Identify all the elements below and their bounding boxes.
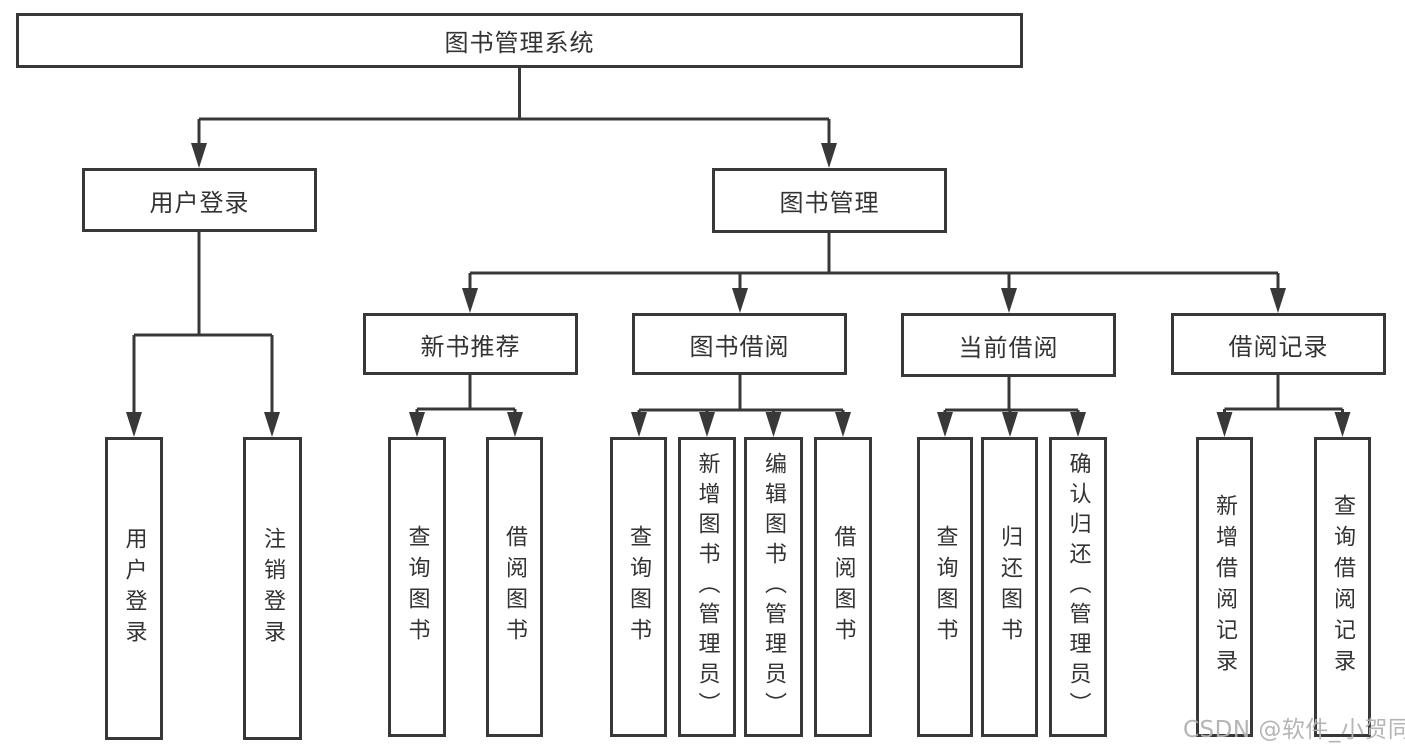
- node-borrowing-records: 借阅记录: [1171, 313, 1386, 375]
- leaf-user-login-label: 用户登录: [121, 526, 147, 651]
- leaf-query-borrow-record-label: 查询借阅记录: [1330, 494, 1356, 680]
- leaf-add-borrow-record-label: 新增借阅记录: [1212, 494, 1238, 680]
- node-current-borrowing-label: 当前借阅: [958, 333, 1059, 362]
- leaf-borrow-books-recommend-label: 借阅图书: [502, 525, 528, 649]
- node-library-management-system-label: 图书管理系统: [444, 29, 595, 57]
- csdn-watermark: CSDN @软件_小贺同学: [1183, 717, 1405, 743]
- leaf-borrow-books-recommend: 借阅图书: [486, 437, 543, 737]
- leaf-add-borrow-record: 新增借阅记录: [1196, 437, 1253, 737]
- leaf-query-books-recommend: 查询图书: [388, 437, 446, 737]
- leaf-add-books-admin: 新增图书（管理员）: [678, 437, 736, 737]
- leaf-logout: 注销登录: [243, 437, 302, 740]
- leaf-query-books-recommend-label: 查询图书: [404, 525, 430, 649]
- leaf-add-books-admin-label: 新增图书（管理员）: [694, 452, 720, 722]
- leaf-query-books-borrow-label: 查询图书: [626, 525, 652, 649]
- node-user-login-label: 用户登录: [149, 188, 250, 217]
- leaf-edit-books-admin-label: 编辑图书（管理员）: [761, 452, 787, 722]
- node-current-borrowing: 当前借阅: [901, 313, 1116, 377]
- leaf-query-borrow-record: 查询借阅记录: [1314, 437, 1371, 737]
- leaf-confirm-return-admin: 确认归还（管理员）: [1049, 437, 1107, 737]
- leaf-edit-books-admin: 编辑图书（管理员）: [744, 437, 803, 737]
- leaf-query-books-current: 查询图书: [917, 437, 973, 737]
- leaf-return-books: 归还图书: [981, 437, 1038, 737]
- leaf-borrow-books: 借阅图书: [814, 437, 872, 737]
- leaf-logout-label: 注销登录: [260, 526, 286, 651]
- node-borrowing-records-label: 借阅记录: [1228, 332, 1329, 361]
- node-book-management: 图书管理: [712, 168, 947, 233]
- node-user-login: 用户登录: [82, 168, 317, 232]
- leaf-user-login: 用户登录: [105, 437, 163, 740]
- node-library-management-system: 图书管理系统: [16, 13, 1023, 68]
- leaf-borrow-books-label: 借阅图书: [830, 525, 856, 649]
- leaf-query-books-current-label: 查询图书: [932, 525, 958, 649]
- node-book-borrowing-label: 图书借阅: [689, 332, 790, 361]
- node-book-borrowing: 图书借阅: [632, 313, 847, 375]
- leaf-query-books-borrow: 查询图书: [610, 437, 667, 737]
- leaf-confirm-return-admin-label: 确认归还（管理员）: [1065, 452, 1091, 722]
- node-new-book-recommendation-label: 新书推荐: [420, 332, 521, 361]
- node-new-book-recommendation: 新书推荐: [363, 313, 578, 375]
- leaf-return-books-label: 归还图书: [997, 525, 1023, 649]
- node-book-management-label: 图书管理: [779, 189, 880, 217]
